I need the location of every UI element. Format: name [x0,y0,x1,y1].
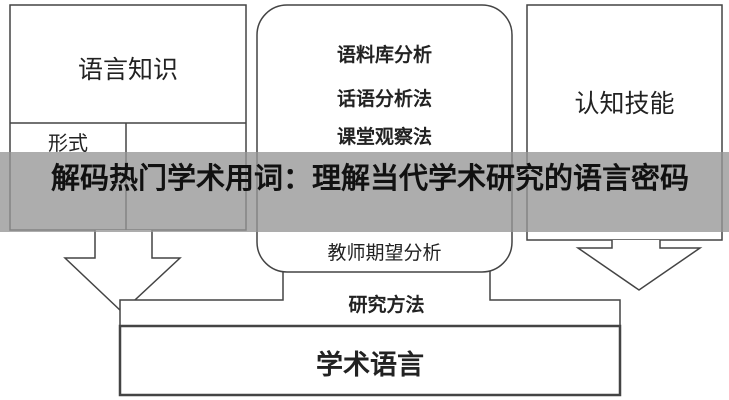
bottom-box-title: 学术语言 [316,350,424,381]
center-item: 语料库分析 [336,44,432,66]
connector-label: 研究方法 [348,294,425,316]
bottom-box [118,324,622,397]
right-down-arrow [575,240,703,291]
center-item: 课堂观察法 [336,126,432,148]
left-box-title: 语言知识 [77,55,178,84]
center-item: 教师期望分析 [327,242,442,264]
banner-title: 解码热门学术用词：理解当代学术研究的语言密码 [50,161,689,195]
title-banner [0,152,729,232]
right-box-title: 认知技能 [574,89,675,118]
left-cell-label: 形式 [48,131,88,155]
center-item: 话语分析法 [336,88,432,110]
